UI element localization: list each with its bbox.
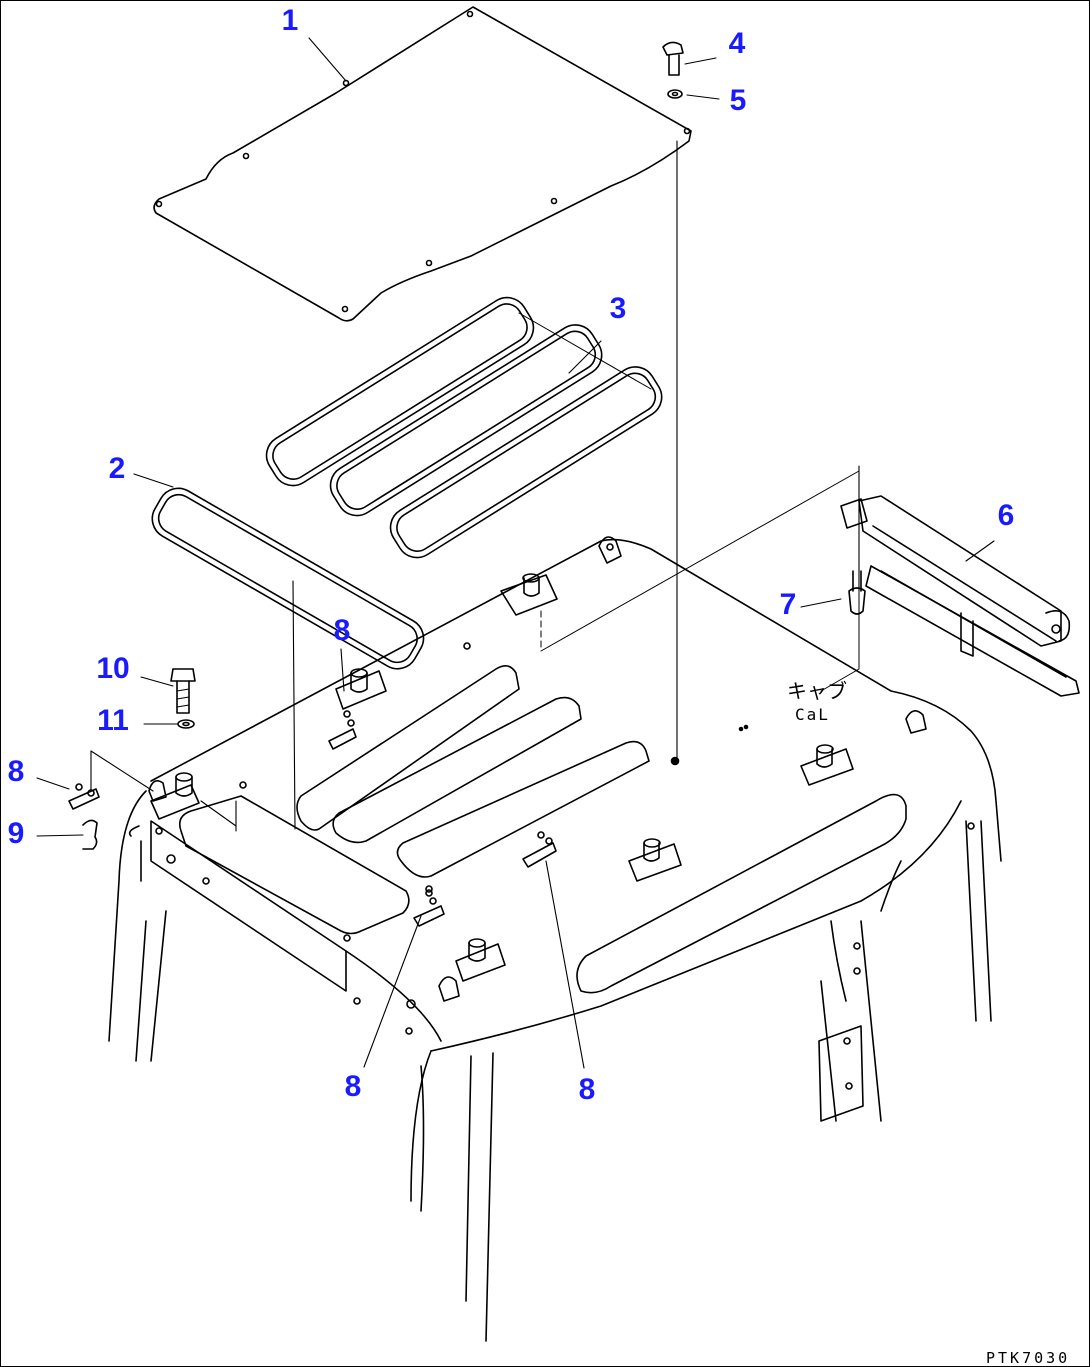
screw-and-washer xyxy=(662,41,684,99)
cab-stamp-japanese: キャブ xyxy=(787,679,847,703)
callout-6: 6 xyxy=(997,499,1015,532)
leader-lines xyxy=(36,37,995,1069)
callout-8-bottom-left: 8 xyxy=(344,1070,362,1103)
callout-7: 7 xyxy=(779,588,797,621)
callout-11: 11 xyxy=(97,704,129,737)
callout-10: 10 xyxy=(96,652,130,685)
callout-8-upper: 8 xyxy=(333,614,351,647)
callout-8-bottom-right: 8 xyxy=(578,1073,596,1106)
cab-roof-structure xyxy=(68,470,1002,1342)
callout-3: 3 xyxy=(609,292,627,325)
callout-9: 9 xyxy=(7,817,25,850)
drawing-code: PTK7030 xyxy=(986,1349,1071,1367)
callout-1: 1 xyxy=(281,4,299,37)
callout-4: 4 xyxy=(728,27,746,60)
roof-cover-plate xyxy=(153,6,692,322)
sun-shade-assembly xyxy=(840,495,1080,697)
callout-8-left: 8 xyxy=(7,755,25,788)
callout-2: 2 xyxy=(108,452,126,485)
cab-stamp-latin: CaL xyxy=(795,705,830,724)
callout-5: 5 xyxy=(729,84,747,117)
seal-gaskets xyxy=(151,296,663,670)
